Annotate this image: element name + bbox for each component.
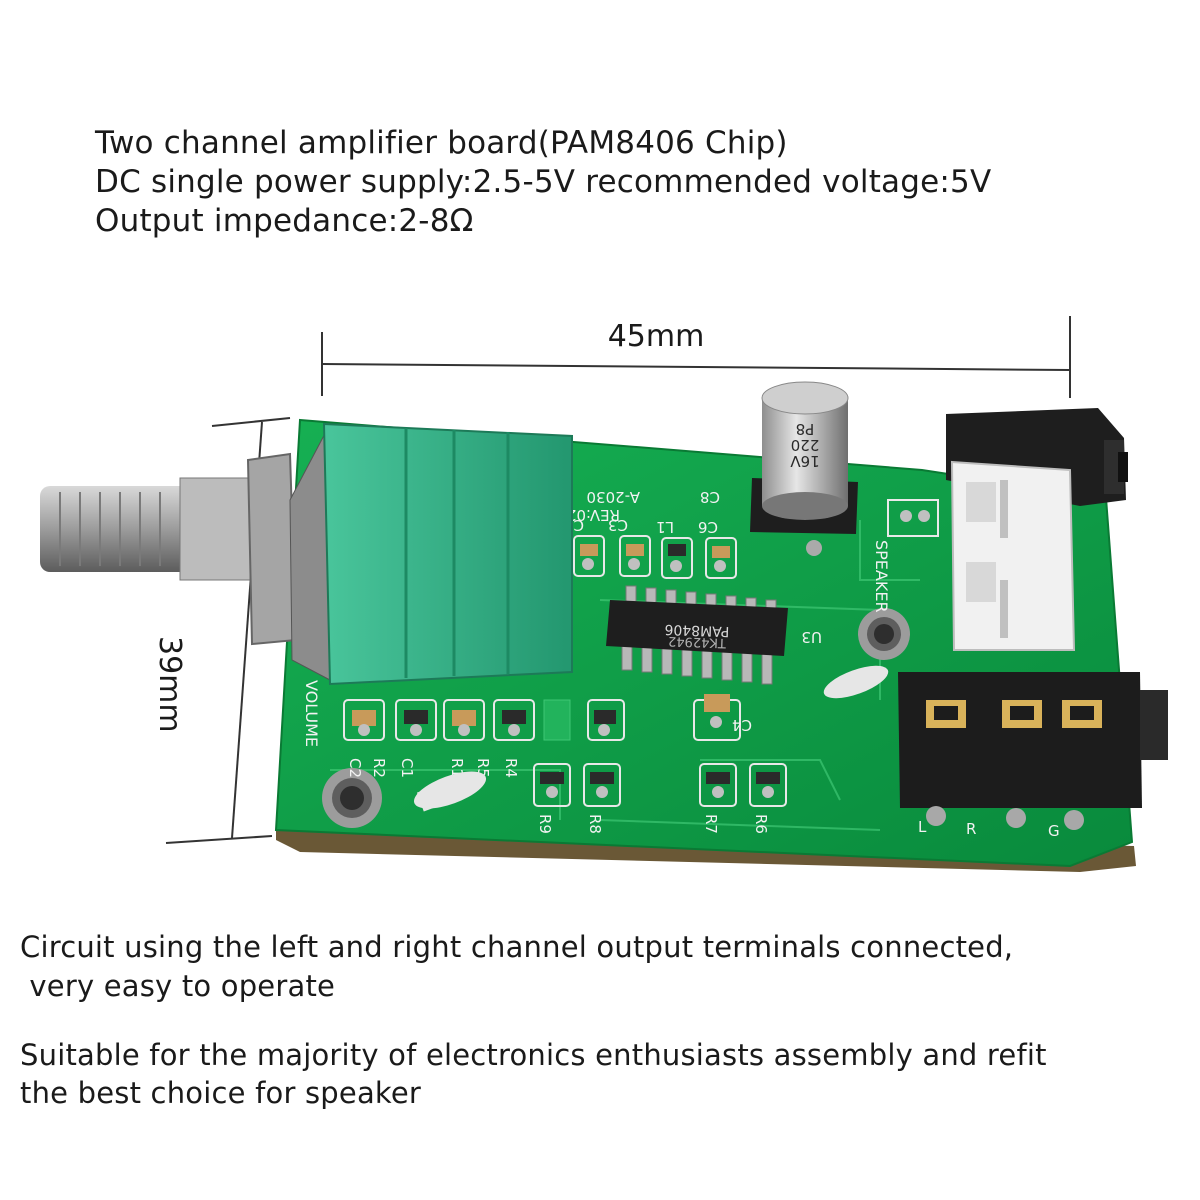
svg-text:C8: C8: [700, 488, 720, 506]
svg-text:R4: R4: [502, 758, 520, 778]
width-label: 45mm: [608, 319, 705, 354]
spec-title: Two channel amplifier board(PAM8406 Chip…: [95, 125, 788, 161]
volume-potentiometer: [40, 422, 573, 686]
electrolytic-capacitor: P8 220 16V: [750, 381, 858, 556]
spec-impedance: Output impedance:2-8Ω: [95, 203, 474, 239]
svg-text:R7: R7: [702, 814, 720, 834]
svg-text:A-2030: A-2030: [586, 488, 640, 506]
speaker-connector: [950, 460, 1076, 651]
mounting-hole-left: [322, 768, 382, 828]
svg-text:C2: C2: [346, 758, 364, 778]
svg-text:220: 220: [791, 436, 820, 454]
height-label: 39mm: [152, 636, 187, 733]
svg-text:R9: R9: [536, 814, 554, 834]
description-para1-line1: Circuit using the left and right channel…: [20, 930, 1014, 964]
pam8406-chip: PAM8406 TK42942: [606, 585, 788, 685]
svg-text:16V: 16V: [790, 452, 820, 470]
svg-text:C6: C6: [698, 518, 718, 536]
svg-text:C3: C3: [608, 516, 628, 534]
description-para2-line1: Suitable for the majority of electronics…: [20, 1038, 1047, 1072]
description-para2-line2: the best choice for speaker: [20, 1076, 422, 1110]
svg-text:C1: C1: [398, 758, 416, 778]
svg-text:L: L: [918, 818, 927, 836]
spec-power: DC single power supply:2.5-5V recommende…: [95, 164, 992, 200]
board-symbol: [413, 665, 889, 812]
description-para1-line2: very easy to operate: [20, 969, 336, 1003]
svg-text:C4: C4: [732, 716, 752, 734]
svg-text:VOLUME: VOLUME: [302, 680, 321, 747]
svg-text:U3: U3: [801, 628, 822, 646]
mounting-hole-right: [858, 608, 910, 660]
audio-input-jack: L R G: [898, 672, 1168, 840]
silkscreen-labels: A-2030 REV:02 C8 C5 C3 L1 C6 C4 U3 VOLUM…: [302, 488, 891, 834]
svg-text:REV:02: REV:02: [567, 506, 620, 524]
svg-text:R8: R8: [586, 814, 604, 834]
svg-text:TK42942: TK42942: [668, 633, 727, 650]
smd-components: [343, 535, 787, 807]
svg-text:R: R: [966, 820, 976, 838]
svg-text:SPEAKER: SPEAKER: [872, 540, 891, 613]
width-dimension: 45mm: [321, 316, 1071, 398]
svg-text:PAM8406: PAM8406: [664, 621, 729, 639]
svg-text:G: G: [1048, 822, 1060, 840]
svg-text:R6: R6: [752, 814, 770, 834]
svg-text:L1: L1: [656, 518, 674, 536]
svg-text:P8: P8: [796, 420, 815, 438]
svg-text:R2: R2: [370, 758, 388, 778]
